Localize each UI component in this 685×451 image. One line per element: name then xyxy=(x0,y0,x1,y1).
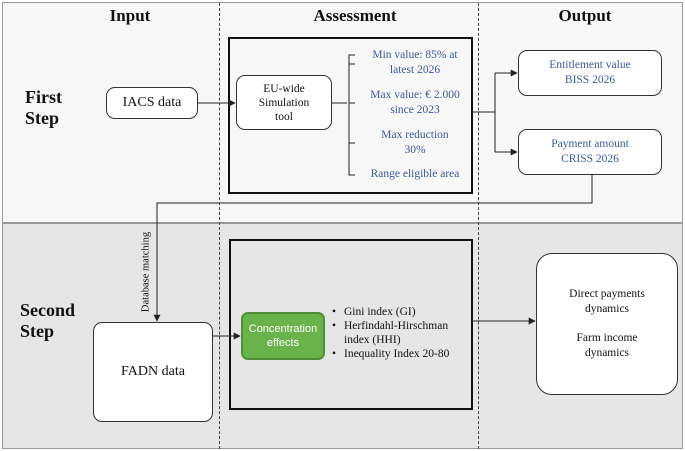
first-step-label: First Step xyxy=(25,87,62,129)
index-gini-text: Gini index (GI) xyxy=(344,306,416,318)
index-hhi: Herfindahl-Hirschman index (HHI) xyxy=(332,319,472,347)
direct-payments-line2: dynamics xyxy=(584,303,630,315)
output-entitlement-line2: BISS 2026 xyxy=(564,74,616,86)
index-inequality-text: Inequality Index 20-80 xyxy=(344,348,450,360)
parameter-min-value: Min value: 85% at latest 2026 xyxy=(355,48,475,78)
parameter-range-eligible-area: Range eligible area xyxy=(355,167,475,182)
parameter-min-value-line2: latest 2026 xyxy=(389,64,441,76)
index-inequality: Inequality Index 20-80 xyxy=(332,347,472,361)
parameter-max-reduction: Max reduction 30% xyxy=(355,128,475,158)
index-hhi-line1: Herfindahl-Hirschman xyxy=(344,320,449,332)
parameter-max-value-line1: Max value: € 2.000 xyxy=(370,89,460,101)
parameter-max-value-line2: since 2023 xyxy=(390,104,440,116)
index-gini: Gini index (GI) xyxy=(332,305,472,319)
output-entitlement-box: Entitlement value BISS 2026 xyxy=(518,50,662,96)
concentration-effects-line1: Concentration xyxy=(248,323,318,335)
concentration-indices-list: Gini index (GI) Herfindahl-Hirschman inde… xyxy=(332,305,472,361)
second-step-label: Second Step xyxy=(20,300,75,342)
iacs-data-box: IACS data xyxy=(106,87,198,119)
column-header-input: Input xyxy=(109,6,151,25)
second-step-label-line1: Second xyxy=(20,300,76,320)
column-divider-right xyxy=(478,3,479,449)
parameter-max-reduction-line2: 30% xyxy=(404,144,426,156)
second-step-label-line2: Step xyxy=(20,321,55,341)
direct-payments-line1: Direct payments xyxy=(569,288,645,300)
index-hhi-line2: index (HHI) xyxy=(344,334,401,346)
output-dynamics-box: Direct payments dynamics Farm income dyn… xyxy=(536,253,678,395)
fadn-data-box: FADN data xyxy=(93,322,213,422)
first-step-label-line2: Step xyxy=(25,108,60,128)
output-entitlement-line1: Entitlement value xyxy=(549,59,631,71)
first-step-label-line1: First xyxy=(25,87,62,107)
farm-income-line2: dynamics xyxy=(584,347,630,359)
simulation-tool-line3: tool xyxy=(275,110,293,123)
concentration-effects-box: Concentration effects xyxy=(241,312,325,360)
column-header-output: Output xyxy=(558,6,612,25)
output-payment-line1: Payment amount xyxy=(551,138,629,150)
farm-income-line1: Farm income xyxy=(576,332,638,344)
output-payment-box: Payment amount CRISS 2026 xyxy=(518,129,662,175)
parameter-max-value: Max value: € 2.000 since 2023 xyxy=(355,88,475,118)
simulation-tool-box: EU-wide Simulation tool xyxy=(236,75,332,130)
parameter-max-reduction-line1: Max reduction xyxy=(381,129,449,141)
database-matching-label: Database matching xyxy=(140,231,152,313)
parameter-range-eligible-area-line1: Range eligible area xyxy=(370,168,460,180)
parameter-min-value-line1: Min value: 85% at xyxy=(372,49,458,61)
output-payment-line2: CRISS 2026 xyxy=(561,153,619,165)
simulation-tool-line2: Simulation xyxy=(258,96,310,109)
column-header-assessment: Assessment xyxy=(313,6,397,25)
concentration-effects-line2: effects xyxy=(266,337,300,349)
simulation-tool-line1: EU-wide xyxy=(263,82,305,95)
column-divider-left xyxy=(219,3,220,449)
